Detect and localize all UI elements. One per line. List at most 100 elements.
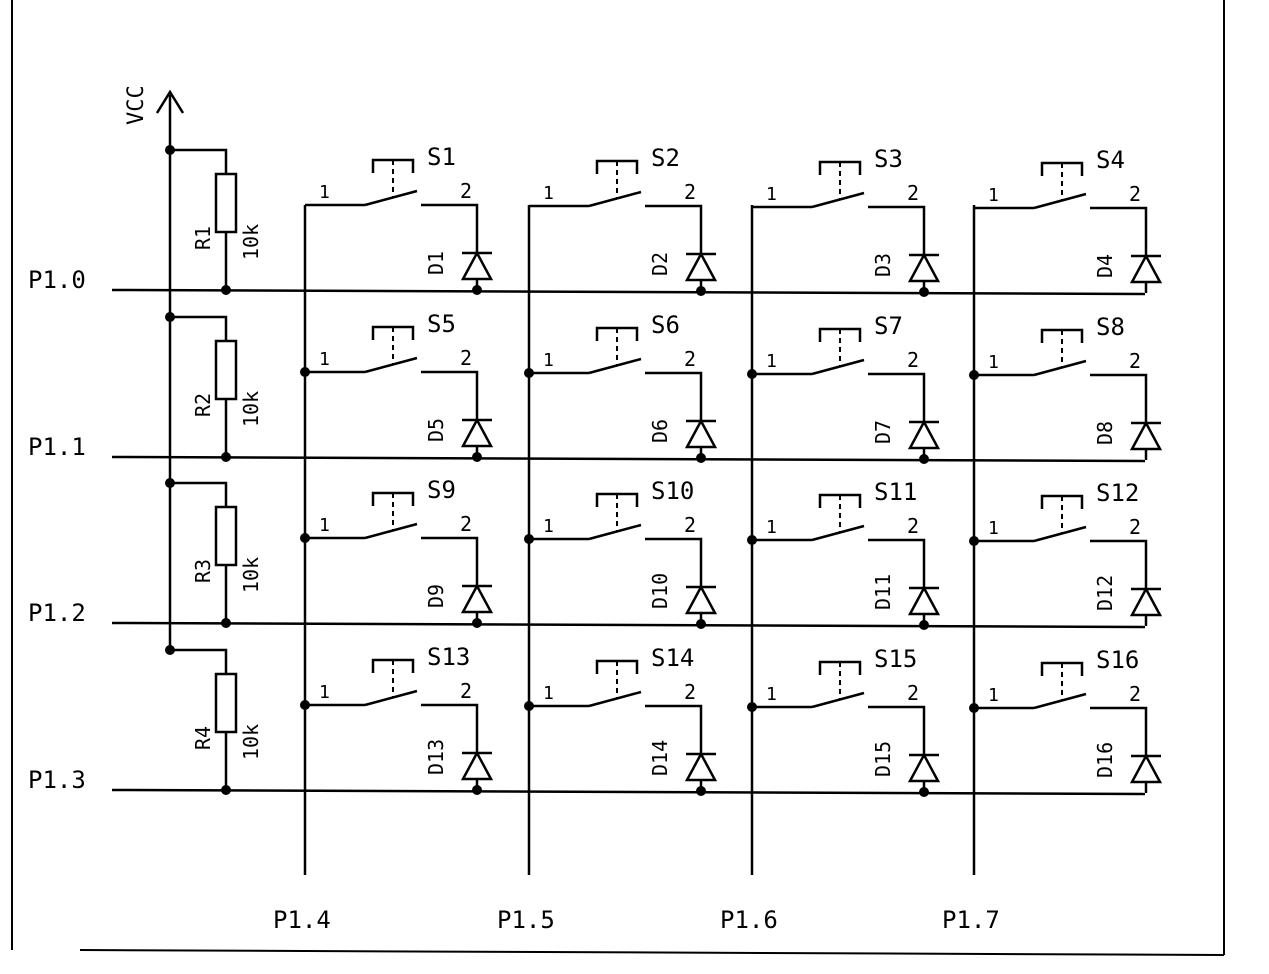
resistor-value: 10k xyxy=(239,224,263,260)
switch-lead xyxy=(1090,206,1148,256)
switch-label: S7 xyxy=(874,312,903,340)
row-line xyxy=(111,788,1146,796)
switch-lead xyxy=(421,536,479,586)
vcc-arrow-icon xyxy=(155,89,185,114)
diode-label: D7 xyxy=(871,420,895,444)
resistor-body xyxy=(214,339,238,401)
junction-dot xyxy=(472,618,482,628)
junction-dot xyxy=(696,286,706,296)
switch-lead xyxy=(645,204,703,254)
column-1: P1.5 xyxy=(497,205,555,934)
diode-icon xyxy=(907,419,941,450)
diode-label: D2 xyxy=(648,252,672,276)
resistor-body xyxy=(214,172,238,234)
switch-lead xyxy=(421,370,479,420)
switch-lead xyxy=(421,203,479,253)
switch-label: S4 xyxy=(1096,146,1125,174)
row-port-label: P1.1 xyxy=(28,433,86,461)
switch-lever xyxy=(364,522,418,540)
junction-dot xyxy=(472,452,482,462)
pin-2-label: 2 xyxy=(684,513,696,537)
junction-dot xyxy=(472,785,482,795)
junction-dot xyxy=(696,453,706,463)
switch-lead xyxy=(868,538,926,588)
switch-lead xyxy=(868,205,926,255)
pin-1-label: 1 xyxy=(319,349,330,370)
switch-lever xyxy=(811,191,865,209)
pin-2-label: 2 xyxy=(907,514,919,538)
pin-1-label: 1 xyxy=(319,182,330,203)
junction-dot xyxy=(696,619,706,629)
switch-lever xyxy=(588,190,642,208)
pin-1-label: 1 xyxy=(988,352,999,373)
resistor-label: R3 xyxy=(191,559,215,583)
pin-1-label: 1 xyxy=(766,184,777,205)
junction-dot xyxy=(221,285,231,295)
diode-icon xyxy=(1129,753,1163,784)
switch-lead xyxy=(1090,539,1148,589)
row-line xyxy=(111,455,1146,463)
junction-dot xyxy=(165,645,175,655)
diode-icon xyxy=(460,417,494,448)
pin-1-label: 1 xyxy=(766,517,777,538)
pin-1-label: 1 xyxy=(543,183,554,204)
diode-label: D13 xyxy=(424,739,448,775)
switch-lead xyxy=(1090,373,1148,423)
row-port-label: P1.0 xyxy=(28,266,86,294)
switch-label: S1 xyxy=(427,143,456,171)
diode-label: D11 xyxy=(871,574,895,610)
switch-label: S10 xyxy=(651,477,694,505)
switch-label: S8 xyxy=(1096,313,1125,341)
switch-lead xyxy=(421,703,479,753)
diode-label: D8 xyxy=(1093,421,1117,445)
junction-dot xyxy=(221,785,231,795)
switch-label: S11 xyxy=(874,478,917,506)
column-0: P1.4 xyxy=(273,205,331,934)
row-line xyxy=(111,288,1146,296)
diode-label: D5 xyxy=(424,418,448,442)
resistor-label: R2 xyxy=(191,393,215,417)
switch-label: S13 xyxy=(427,643,470,671)
switch-label: S14 xyxy=(651,644,694,672)
switch-lever xyxy=(588,357,642,375)
resistor-body xyxy=(214,672,238,734)
switch-lever xyxy=(1033,359,1087,377)
pin-2-label: 2 xyxy=(907,681,919,705)
vcc-supply: VCC xyxy=(124,85,185,650)
resistor-value: 10k xyxy=(239,724,263,760)
pin-1-label: 1 xyxy=(766,351,777,372)
pin-1-label: 1 xyxy=(988,185,999,206)
junction-dot xyxy=(919,620,929,630)
diode-icon xyxy=(1129,253,1163,284)
diode-icon xyxy=(907,252,941,283)
diode-label: D14 xyxy=(648,740,672,776)
diode-label: D4 xyxy=(1093,254,1117,278)
switch-lever xyxy=(364,689,418,707)
row-port-label: P1.2 xyxy=(28,599,86,627)
diode-label: D3 xyxy=(871,253,895,277)
diode-label: D16 xyxy=(1093,742,1117,778)
switch-lever xyxy=(811,524,865,542)
diode-label: D10 xyxy=(648,573,672,609)
switch-label: S5 xyxy=(427,310,456,338)
switch-label: S3 xyxy=(874,145,903,173)
pin-2-label: 2 xyxy=(684,180,696,204)
resistor-value: 10k xyxy=(239,557,263,593)
junction-dot xyxy=(165,145,175,155)
diode-icon xyxy=(684,418,718,449)
switch-lever xyxy=(811,691,865,709)
pin-2-label: 2 xyxy=(907,181,919,205)
pin-2-label: 2 xyxy=(1129,515,1141,539)
pin-1-label: 1 xyxy=(543,683,554,704)
pin-1-label: 1 xyxy=(319,682,330,703)
junction-dot xyxy=(472,285,482,295)
